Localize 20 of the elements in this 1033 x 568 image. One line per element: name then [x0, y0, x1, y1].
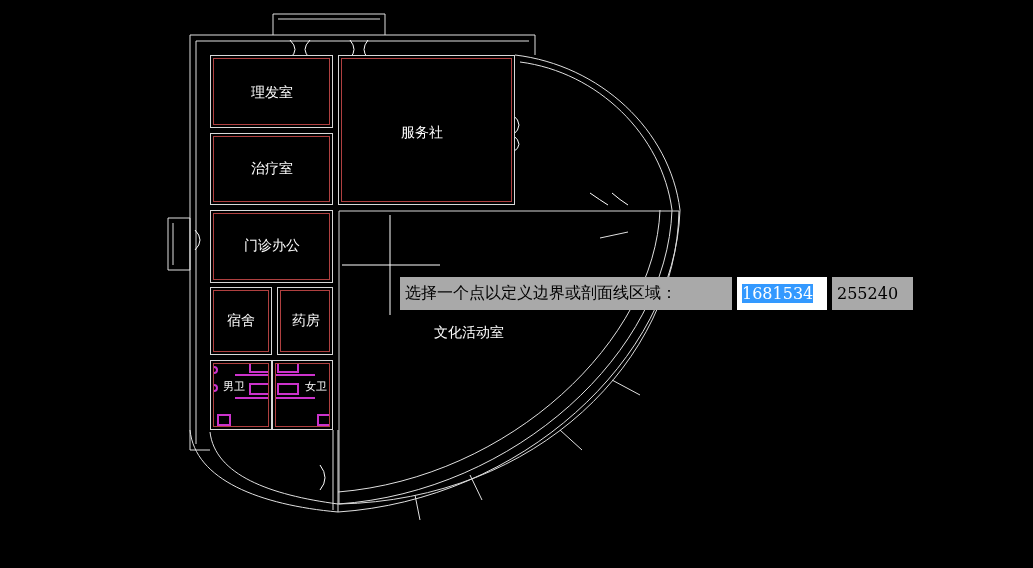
room-label: 男卫 — [223, 379, 245, 394]
room-outline — [210, 55, 333, 128]
command-prompt: 选择一个点以定义边界或剖面线区域： — [400, 277, 732, 310]
room-label: 治疗室 — [251, 160, 293, 178]
room-label: 女卫 — [305, 379, 327, 394]
room-label: 门诊办公 — [244, 237, 300, 255]
room-outline — [210, 133, 333, 205]
room-outline — [210, 210, 333, 283]
room-outline — [338, 55, 515, 205]
room-label: 理发室 — [251, 84, 293, 102]
room-outline — [272, 360, 333, 430]
room-outline — [210, 287, 272, 355]
coordinate-input-field: 1681534 — [737, 277, 827, 310]
room-label: 药房 — [292, 312, 320, 330]
room-label: 服务社 — [401, 124, 443, 142]
coordinate-input-field: 255240 — [832, 277, 913, 310]
room-outline — [277, 287, 333, 355]
room-label: 宿舍 — [227, 312, 255, 330]
room-label: 文化活动室 — [434, 324, 504, 342]
room-outline — [210, 360, 272, 430]
